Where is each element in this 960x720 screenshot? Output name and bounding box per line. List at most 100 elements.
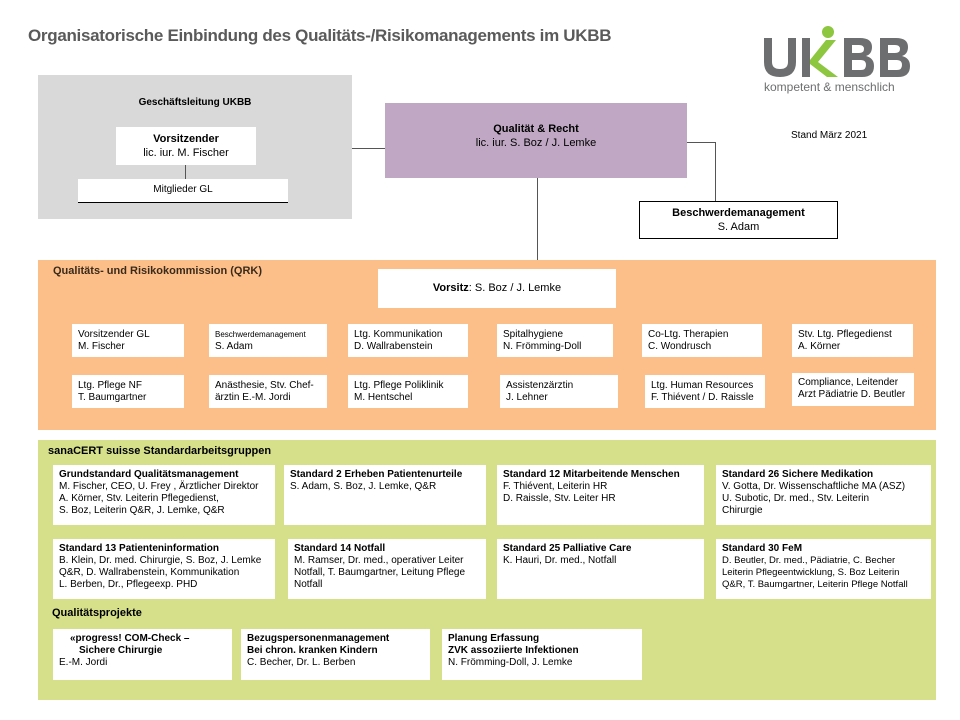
qrk-member: Ltg. Pflege Poliklinik M. Hentschel — [348, 375, 468, 408]
stand-date: Stand März 2021 — [791, 130, 868, 141]
qrk-member-name: C. Wondrusch — [648, 341, 712, 352]
qrk-title: Qualitäts- und Risikokommission (QRK) — [53, 265, 263, 277]
standard-line: S. Adam, S. Boz, J. Lemke, Q&R — [290, 481, 437, 492]
qrk-member-name: S. Adam — [215, 341, 253, 352]
project-card: «progress! COM-Check – Sichere Chirurgie… — [53, 629, 232, 680]
standard-line: D. Beutler, Dr. med., Pädiatrie, C. Bech… — [722, 555, 896, 566]
project-subtitle: Sichere Chirurgie — [79, 645, 163, 656]
complaints-title: Beschwerdemanagement — [672, 207, 805, 219]
qrk-member-name: J. Lehner — [506, 392, 548, 403]
standard-title: Standard 13 Patienteninformation — [59, 543, 220, 554]
standard-line: Notfall — [294, 579, 323, 590]
qrk-member: Spitalhygiene N. Frömming-Doll — [497, 324, 613, 357]
project-subtitle: ZVK assoziierte Infektionen — [448, 645, 579, 656]
qrk-member-role: Co-Ltg. Therapien — [648, 329, 729, 340]
standard-line: Notfall, T. Baumgartner, Leitung Pflege — [294, 567, 466, 578]
standard-line: M. Fischer, CEO, U. Frey , Ärztlicher Di… — [59, 481, 259, 492]
project-card: Planung Erfassung ZVK assoziierte Infekt… — [442, 629, 642, 680]
gl-chair-title: Vorsitzender — [153, 133, 219, 145]
qrk-member-name: ärztin E.-M. Jordi — [215, 392, 291, 403]
standard-line: B. Klein, Dr. med. Chirurgie, S. Boz, J.… — [59, 555, 262, 566]
qrk-member-role: Beschwerdemanagement — [215, 330, 306, 339]
connector-gl-qr — [352, 148, 385, 149]
standard-card: Standard 14 Notfall M. Ramser, Dr. med.,… — [288, 539, 486, 599]
sana-panel: sanaCERT suisse Standardarbeitsgruppen G… — [38, 440, 936, 700]
standard-card: Grundstandard Qualitätsmanagement M. Fis… — [53, 465, 275, 525]
qrk-chair-label: Vorsitz — [432, 282, 469, 294]
qr-names: lic. iur. S. Boz / J. Lemke — [475, 137, 597, 149]
qrk-chair-names: : S. Boz / J. Lemke — [468, 282, 562, 294]
standard-card: Standard 30 FeM D. Beutler, Dr. med., Pä… — [716, 539, 931, 599]
qrk-member-name: D. Wallrabenstein — [354, 341, 433, 352]
qrk-member: Ltg. Kommunikation D. Wallrabenstein — [348, 324, 468, 357]
qrk-member: Stv. Ltg. Pflegedienst A. Körner — [792, 324, 913, 357]
standard-title: Standard 26 Sichere Medikation — [722, 469, 874, 480]
qrk-member-role: Ltg. Pflege Poliklinik — [354, 380, 444, 391]
project-title: «progress! COM-Check – — [70, 633, 190, 644]
complaints-box: Beschwerdemanagement S. Adam — [639, 201, 838, 239]
page-title: Organisatorische Einbindung des Qualität… — [28, 26, 612, 45]
standard-title: Standard 14 Notfall — [294, 543, 386, 554]
connector-qr-complaints-v — [715, 142, 716, 201]
qrk-member: Co-Ltg. Therapien C. Wondrusch — [642, 324, 762, 357]
standard-line: S. Boz, Leiterin Q&R, J. Lemke, Q&R — [59, 505, 225, 516]
gl-chair-connector — [185, 165, 186, 179]
qrk-member: Ltg. Human Resources F. Thiévent / D. Ra… — [645, 375, 765, 408]
standard-line: K. Hauri, Dr. med., Notfall — [503, 555, 617, 566]
qr-box: Qualität & Recht lic. iur. S. Boz / J. L… — [385, 103, 687, 178]
gl-chair-name: lic. iur. M. Fischer — [143, 147, 229, 159]
qrk-member-name: F. Thiévent / D. Raissle — [651, 392, 754, 403]
qr-title: Qualität & Recht — [493, 123, 579, 135]
logo-tagline: kompetent & menschlich — [764, 80, 895, 94]
standard-card: Standard 13 Patienteninformation B. Klei… — [53, 539, 275, 599]
standard-card: Standard 25 Palliative Care K. Hauri, Dr… — [497, 539, 704, 599]
standard-line: V. Gotta, Dr. Wissenschaftliche MA (ASZ) — [722, 481, 906, 492]
standard-line: M. Ramser, Dr. med., operativer Leiter — [294, 555, 464, 566]
qrk-member-role: Ltg. Kommunikation — [354, 329, 443, 340]
standard-card: Standard 26 Sichere Medikation V. Gotta,… — [716, 465, 931, 525]
qrk-member-name: N. Frömming-Doll — [503, 341, 582, 352]
qrk-member: Assistenzärztin J. Lehner — [500, 375, 618, 408]
standard-line: Q&R, T. Baumgartner, Leiterin Pflege Not… — [722, 579, 908, 590]
standard-line: D. Raissle, Stv. Leiter HR — [503, 493, 616, 504]
qrk-member-role: Stv. Ltg. Pflegedienst — [798, 329, 892, 340]
project-title: Planung Erfassung — [448, 633, 540, 644]
projects-title: Qualitätsprojekte — [52, 607, 142, 619]
project-subtitle: Bei chron. kranken Kindern — [247, 645, 378, 656]
gl-title: Geschäftsleitung UKBB — [138, 97, 252, 108]
qrk-member-role: Ltg. Pflege NF — [78, 380, 142, 391]
qrk-member: Anästhesie, Stv. Chef- ärztin E.-M. Jord… — [209, 375, 327, 408]
project-title: Bezugspersonenmanagement — [247, 633, 390, 644]
qrk-member-name: A. Körner — [798, 341, 841, 352]
standard-card: Standard 2 Erheben Patientenurteile S. A… — [284, 465, 486, 525]
qrk-member-role: Anästhesie, Stv. Chef- — [215, 380, 314, 391]
qrk-member: Vorsitzender GL M. Fischer — [72, 324, 184, 357]
gl-panel: Geschäftsleitung UKBB Vorsitzender lic. … — [38, 75, 352, 219]
qrk-member-role: Vorsitzender GL — [78, 329, 150, 340]
connector-qr-complaints-h — [687, 142, 715, 143]
logo-graphic — [764, 26, 910, 77]
standard-line: Q&R, D. Wallrabenstein, Kommunikation — [59, 567, 240, 578]
qrk-member-role: Assistenzärztin — [506, 380, 574, 391]
standard-line: A. Körner, Stv. Leiterin Pflegedienst, — [59, 493, 219, 504]
qrk-member-role: Compliance, Leitender — [798, 377, 899, 388]
qrk-member: Beschwerdemanagement S. Adam — [209, 324, 327, 357]
standard-line: Leiterin Pflegeentwicklung, S. Boz Leite… — [722, 567, 900, 578]
project-names: E.-M. Jordi — [59, 657, 108, 668]
standard-card: Standard 12 Mitarbeitende Menschen F. Th… — [497, 465, 704, 525]
standard-title: Standard 2 Erheben Patientenurteile — [290, 469, 463, 480]
gl-chair-box: Vorsitzender lic. iur. M. Fischer — [116, 127, 256, 165]
project-names: N. Frömming-Doll, J. Lemke — [448, 657, 573, 668]
standard-title: Standard 12 Mitarbeitende Menschen — [503, 469, 680, 480]
sana-title: sanaCERT suisse Standardarbeitsgruppen — [48, 445, 272, 457]
qrk-chair-box: Vorsitz: S. Boz / J. Lemke — [378, 269, 616, 308]
qrk-member: Compliance, Leitender Arzt Pädiatrie D. … — [792, 373, 914, 406]
standard-title: Standard 30 FeM — [722, 543, 803, 554]
standard-line: U. Subotic, Dr. med., Stv. Leiterin — [722, 493, 870, 504]
qrk-member-name: M. Hentschel — [354, 392, 413, 403]
standard-line: F. Thiévent, Leiterin HR — [503, 481, 608, 492]
qrk-panel: Qualitäts- und Risikokommission (QRK) Vo… — [38, 260, 936, 430]
qrk-member-name: M. Fischer — [78, 341, 125, 352]
standard-line: L. Berben, Dr., Pflegeexp. PHD — [59, 579, 198, 590]
ukbb-logo: kompetent & menschlich — [760, 22, 930, 97]
